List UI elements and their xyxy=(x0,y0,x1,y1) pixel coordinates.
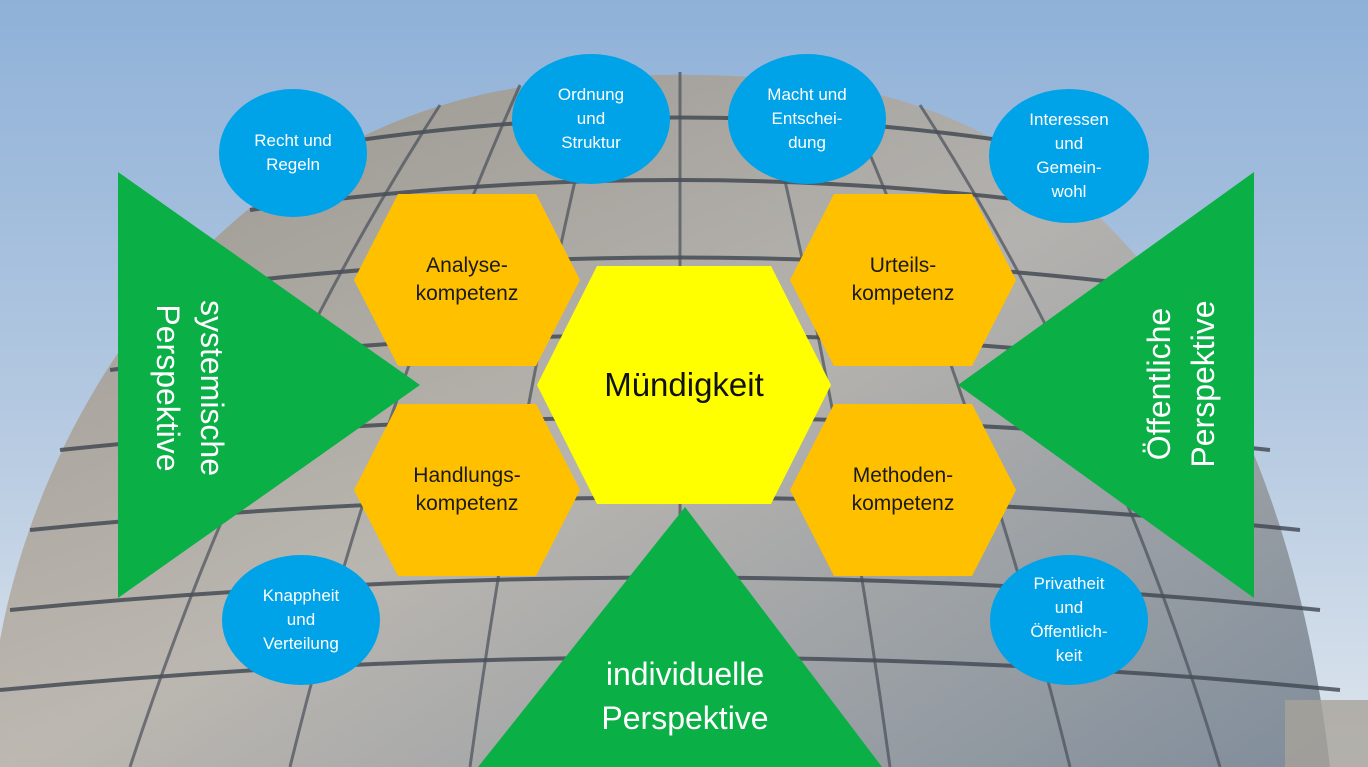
ellipse-label: Ordnung und Struktur xyxy=(557,85,625,152)
ellipse-label: Recht und Regeln xyxy=(254,131,332,174)
ellipse-recht-und-regeln: Recht und Regeln xyxy=(219,89,367,217)
judgement-competence-hexagon xyxy=(790,194,1016,366)
systemic-perspective-label: systemische Perspektive xyxy=(150,299,230,477)
method-competence-label: Methoden- kompetenz xyxy=(851,464,955,515)
maturity-center-hexagon xyxy=(537,266,831,504)
public-perspective-triangle xyxy=(958,172,1254,598)
ellipse-label: Interessen und Gemein- wohl xyxy=(1029,110,1109,201)
method-competence-hexagon xyxy=(790,404,1016,576)
individual-perspective-triangle xyxy=(478,507,882,767)
ellipse-macht-und-entscheidung: Macht und Entschei- dung xyxy=(728,54,886,184)
individual-perspective-label: individuelle Perspektive xyxy=(601,656,769,736)
judgement-competence-label: Urteils- kompetenz xyxy=(851,254,955,305)
analysis-competence-hexagon xyxy=(354,194,580,366)
ellipse-label: Macht und Entschei- dung xyxy=(767,85,847,152)
systemic-perspective-triangle xyxy=(118,172,420,598)
ellipse-interessen-und-gemeinwohl: Interessen und Gemein- wohl xyxy=(989,89,1149,223)
public-perspective-label: Öffentliche Perspektive xyxy=(1141,300,1221,468)
ellipse-knappheit-und-verteilung: Knappheit und Verteilung xyxy=(222,555,380,685)
analysis-competence-label: Analyse- kompetenz xyxy=(415,254,519,305)
maturity-label: Mündigkeit xyxy=(604,366,764,403)
ellipse-label: Privatheit und Öffentlich- keit xyxy=(1030,574,1108,665)
action-competence-hexagon xyxy=(354,404,580,576)
ellipse-privatheit-und-oeffentlichkeit: Privatheit und Öffentlich- keit xyxy=(990,555,1148,685)
action-competence-label: Handlungs- kompetenz xyxy=(413,464,521,515)
ellipse-ordnung-und-struktur: Ordnung und Struktur xyxy=(512,54,670,184)
ellipse-label: Knappheit und Verteilung xyxy=(262,586,340,653)
